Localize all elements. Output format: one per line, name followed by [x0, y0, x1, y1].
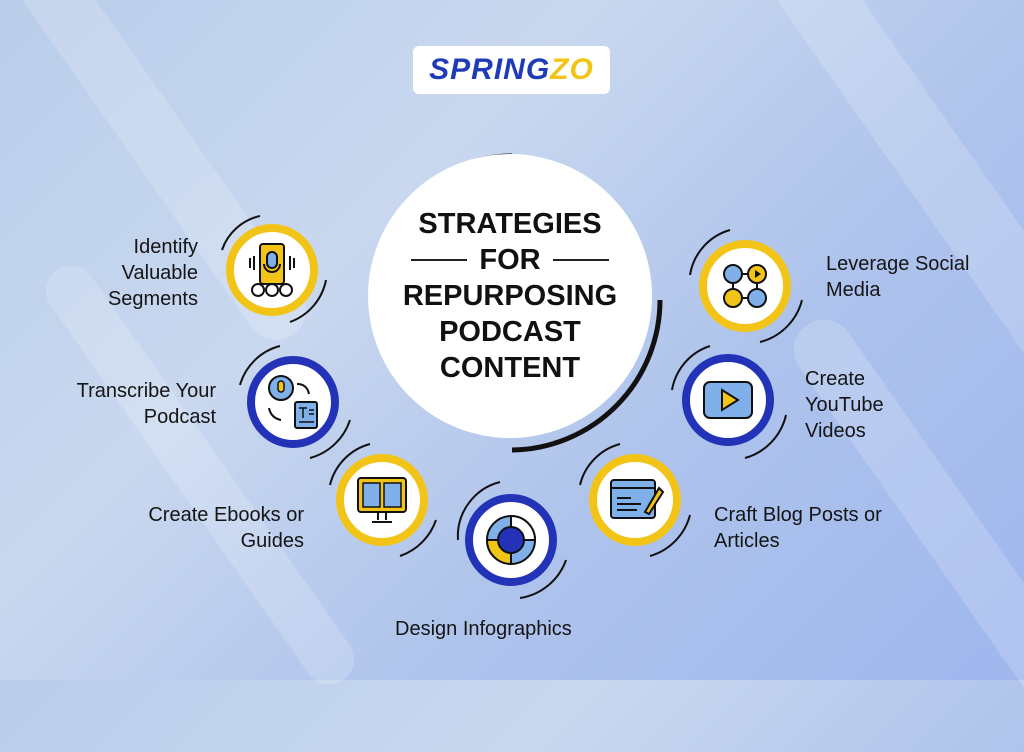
logo-part2: ZO: [550, 53, 594, 86]
social-network-icon: [699, 240, 791, 332]
play-video-icon: [682, 354, 774, 446]
label-identify-segments: Identify Valuable Segments: [107, 236, 198, 310]
blog-pencil-icon: [589, 454, 681, 546]
title-line: REPURPOSING: [402, 280, 618, 312]
logo-part1: SPRING: [429, 53, 551, 86]
title-line: STRATEGIES: [418, 208, 602, 240]
podcast-phone-icon: [226, 224, 318, 316]
donut-chart-icon: [465, 494, 557, 586]
central-title: STRATEGIES FOR REPURPOSING PODCAST CONTE…: [368, 154, 652, 438]
title-line: CONTENT: [439, 352, 581, 384]
title-line: FOR: [479, 244, 541, 276]
label-transcribe: Transcribe Your Podcast: [76, 380, 216, 428]
title-line: PODCAST: [439, 316, 581, 348]
ebook-monitor-icon: [336, 454, 428, 546]
label-social-media: Leverage Social Media: [826, 253, 970, 301]
transcribe-icon: [247, 356, 339, 448]
label-ebooks: Create Ebooks or Guides: [148, 504, 304, 552]
label-youtube: Create YouTube Videos: [805, 368, 884, 442]
label-infographics: Design Infographics: [395, 618, 572, 640]
label-blog-posts: Craft Blog Posts or Articles: [714, 504, 882, 552]
